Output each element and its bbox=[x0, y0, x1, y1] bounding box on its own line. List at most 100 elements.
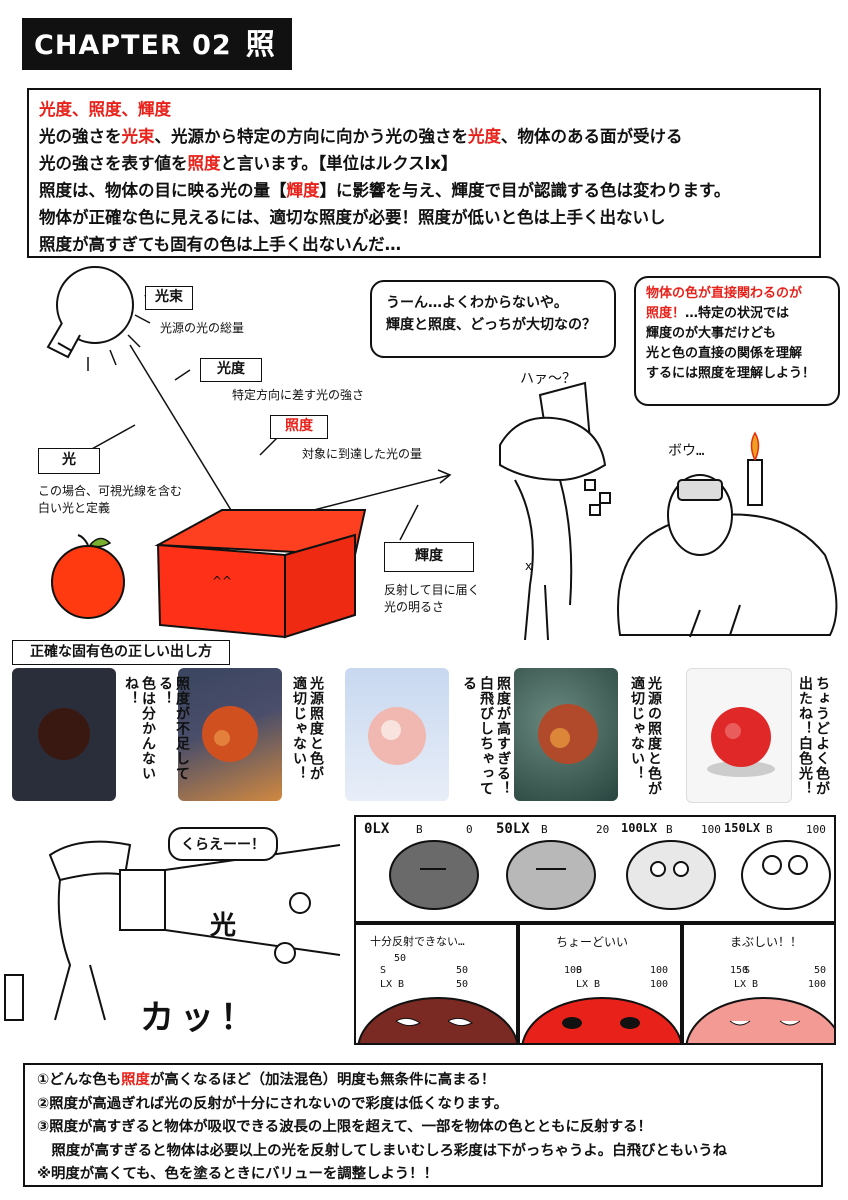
intro-text: 物体が正確な色に見えるには、適切な照度が必要！照度が低いと色は上手く出ないし bbox=[39, 208, 666, 227]
man-speech-line: 輝度のが大事だけども bbox=[646, 326, 777, 341]
panel-dark-title: 十分反射できない… bbox=[370, 935, 465, 948]
caption-teal: 光源の照度と色が 適切じゃない！ bbox=[629, 676, 662, 796]
man-speech-line: …特定の状況では bbox=[685, 306, 790, 321]
footer-keyword: 照度 bbox=[121, 1072, 150, 1088]
apple-photo-teal bbox=[514, 668, 618, 801]
sb-bright-b: LX B bbox=[734, 979, 759, 990]
girl-character-drawing: x bbox=[499, 381, 611, 640]
hikari-label: 光 bbox=[38, 448, 100, 474]
kousoku-description: 光源の光の総量 bbox=[160, 321, 245, 335]
footer-text: ※明度が高くても、色を塗るときにバリューを調整しよう！！ bbox=[37, 1166, 438, 1182]
sb-good-s: S bbox=[576, 965, 583, 976]
shoudo-label: 照度 bbox=[270, 415, 328, 439]
intro-text: 、光源から特定の方向に向かう光の強さを bbox=[154, 127, 469, 146]
caption-warm: 光源照度と色が 適切じゃない！ bbox=[291, 676, 324, 781]
man-speech-bubble: 物体の色が直接関わるのが 照度！…特定の状況では 輝度のが大事だけども 光と色の… bbox=[634, 276, 840, 406]
footer-text: が高くなるほど（加法混色）明度も無条件に高まる！ bbox=[149, 1072, 496, 1088]
intro-text: 照度が高すぎても固有の色は上手く出ないんだ… bbox=[39, 235, 402, 254]
intro-box: 光度、照度、輝度 光の強さを光束、光源から特定の方向に向かう光の強さを光度、物体… bbox=[27, 88, 821, 258]
lux-blobs-drawing bbox=[389, 840, 831, 910]
bright-blob-drawing bbox=[685, 997, 834, 1043]
koudo-label: 光度 bbox=[200, 358, 262, 382]
hikari-description-2: 白い光と定義 bbox=[38, 501, 111, 515]
footer-notes: ①どんな色も照度が高くなるほど（加法混色）明度も無条件に高まる！ ②照度が高過ぎ… bbox=[23, 1063, 823, 1187]
girl-speech-bubble: うーん…よくわからないや。 輝度と照度、どっちが大切なの？ bbox=[370, 280, 616, 358]
sb-dark-b: LX B bbox=[380, 979, 405, 990]
muscle-man-drawing bbox=[617, 431, 838, 638]
intro-keyword: 照度 bbox=[187, 154, 221, 173]
sb-good-b: LX B bbox=[576, 979, 601, 990]
koudo-description: 特定方向に差す光の強さ bbox=[232, 388, 365, 402]
sb-good-top: 100 bbox=[564, 965, 583, 976]
sb-bright-bv: 100 bbox=[808, 979, 827, 990]
man-speech-line: 光と色の直接の関係を理解 bbox=[646, 346, 803, 361]
sb-bright-s: S bbox=[744, 965, 751, 976]
sb-good-bv: 100 bbox=[650, 979, 669, 990]
flash-sfx: カッ！ bbox=[140, 998, 260, 1038]
sb-dark-top: 50 bbox=[394, 953, 407, 964]
lux-level-150: 150LX bbox=[724, 821, 761, 835]
lightbulb-icon bbox=[46, 266, 134, 359]
lux-level-0: 0LX bbox=[364, 821, 390, 837]
flashlight-character-drawing bbox=[4, 840, 341, 1021]
light-sfx: 光 bbox=[210, 911, 237, 941]
girl-speech-line: うーん…よくわからないや。 bbox=[386, 295, 568, 311]
intro-text: 、物体のある面が受ける bbox=[501, 127, 683, 146]
man-speech-line: するには照度を理解しよう！ bbox=[646, 366, 816, 381]
lux-bar-label: B bbox=[766, 823, 773, 836]
light-diagram-drawing: ^^ x bbox=[46, 266, 838, 640]
intro-keyword: 光束 bbox=[121, 127, 155, 146]
apple-photo-warm bbox=[178, 668, 282, 801]
intro-text: 】に影響を与え、輝度で目が認識する色は変わります。 bbox=[319, 181, 731, 200]
kido-label: 輝度 bbox=[384, 542, 474, 572]
panel-good: ちょーどいい S LX B 100 100 100 bbox=[518, 923, 682, 1045]
apple-photo-correct bbox=[686, 668, 792, 803]
caption-dark: 照度が不足してる！ 色は分かんないね！ bbox=[123, 676, 190, 781]
caption-correct: ちょうどよく色が 出たね！白色光！ bbox=[797, 676, 830, 796]
sb-good-sv: 100 bbox=[650, 965, 669, 976]
intro-text: と言います。【単位はルクスlx】 bbox=[220, 154, 458, 173]
caption-bright: 照度が高すぎる！ 白飛びしちゃってる bbox=[461, 676, 511, 796]
section-title: 正確な固有色の正しい出し方 bbox=[12, 640, 230, 665]
lux-level-100: 100LX bbox=[621, 821, 658, 835]
panel-dark: 十分反射できない… S LX B 50 50 50 bbox=[354, 923, 518, 1045]
lux-bar-value: 20 bbox=[596, 823, 610, 836]
sb-bright-top: 150 bbox=[730, 965, 749, 976]
kido-description-1: 反射して目に届く bbox=[384, 583, 480, 597]
shoudo-description: 対象に到達した光の量 bbox=[302, 447, 423, 461]
svg-text:x: x bbox=[525, 559, 532, 573]
sb-dark-bv: 50 bbox=[456, 979, 469, 990]
chapter-title: 照度 bbox=[34, 27, 276, 115]
footer-text: ②照度が高過ぎれば光の反射が十分にされないので彩度は低くなります。 bbox=[37, 1095, 508, 1112]
sb-bright-sv: 50 bbox=[814, 965, 827, 976]
red-box-drawing: ^^ bbox=[154, 509, 367, 639]
hikari-description-1: この場合、可視光線を含む bbox=[38, 484, 183, 498]
chapter-label: CHAPTER 02 bbox=[34, 30, 232, 61]
intro-text: 光の強さを bbox=[39, 127, 122, 146]
panel-bright: まぶしい！！ S LX B 50 100 150 bbox=[682, 923, 836, 1045]
dark-blob-drawing bbox=[357, 997, 516, 1043]
footer-text: 照度が高すぎると物体は必要以上の光を反射してしまいむしろ彩度は下がっちゃうよ。白… bbox=[37, 1142, 728, 1159]
apple-photo-bright bbox=[345, 668, 449, 801]
lux-level-50: 50LX bbox=[496, 821, 530, 837]
girl-sfx: ハァ～？ bbox=[520, 371, 576, 387]
lux-bar-label: B bbox=[666, 823, 673, 836]
intro-keyword: 光度 bbox=[468, 127, 501, 146]
lux-bar-label: B bbox=[416, 823, 423, 836]
kido-description-2: 光の明るさ bbox=[384, 600, 445, 614]
lux-bar-label: B bbox=[541, 823, 548, 836]
lux-bar-value: 100 bbox=[806, 823, 826, 836]
intro-text: 光の強さを表す値を bbox=[39, 154, 188, 173]
sb-dark-s: S bbox=[380, 965, 387, 976]
girl-speech-line: 輝度と照度、どっちが大切なの？ bbox=[386, 317, 596, 333]
intro-text: 照度は、物体の目に映る光の量【 bbox=[39, 181, 287, 200]
svg-text:^^: ^^ bbox=[212, 574, 232, 588]
good-blob-drawing bbox=[521, 997, 680, 1043]
shout-bubble: くらえーー！ bbox=[168, 827, 278, 861]
man-speech-keyword: 照度！ bbox=[646, 306, 686, 321]
apple-photo-dark bbox=[12, 668, 116, 801]
lux-bar-value: 0 bbox=[466, 823, 473, 836]
man-sfx: ボウ… bbox=[668, 443, 705, 459]
panel-bright-title: まぶしい！！ bbox=[730, 935, 803, 949]
